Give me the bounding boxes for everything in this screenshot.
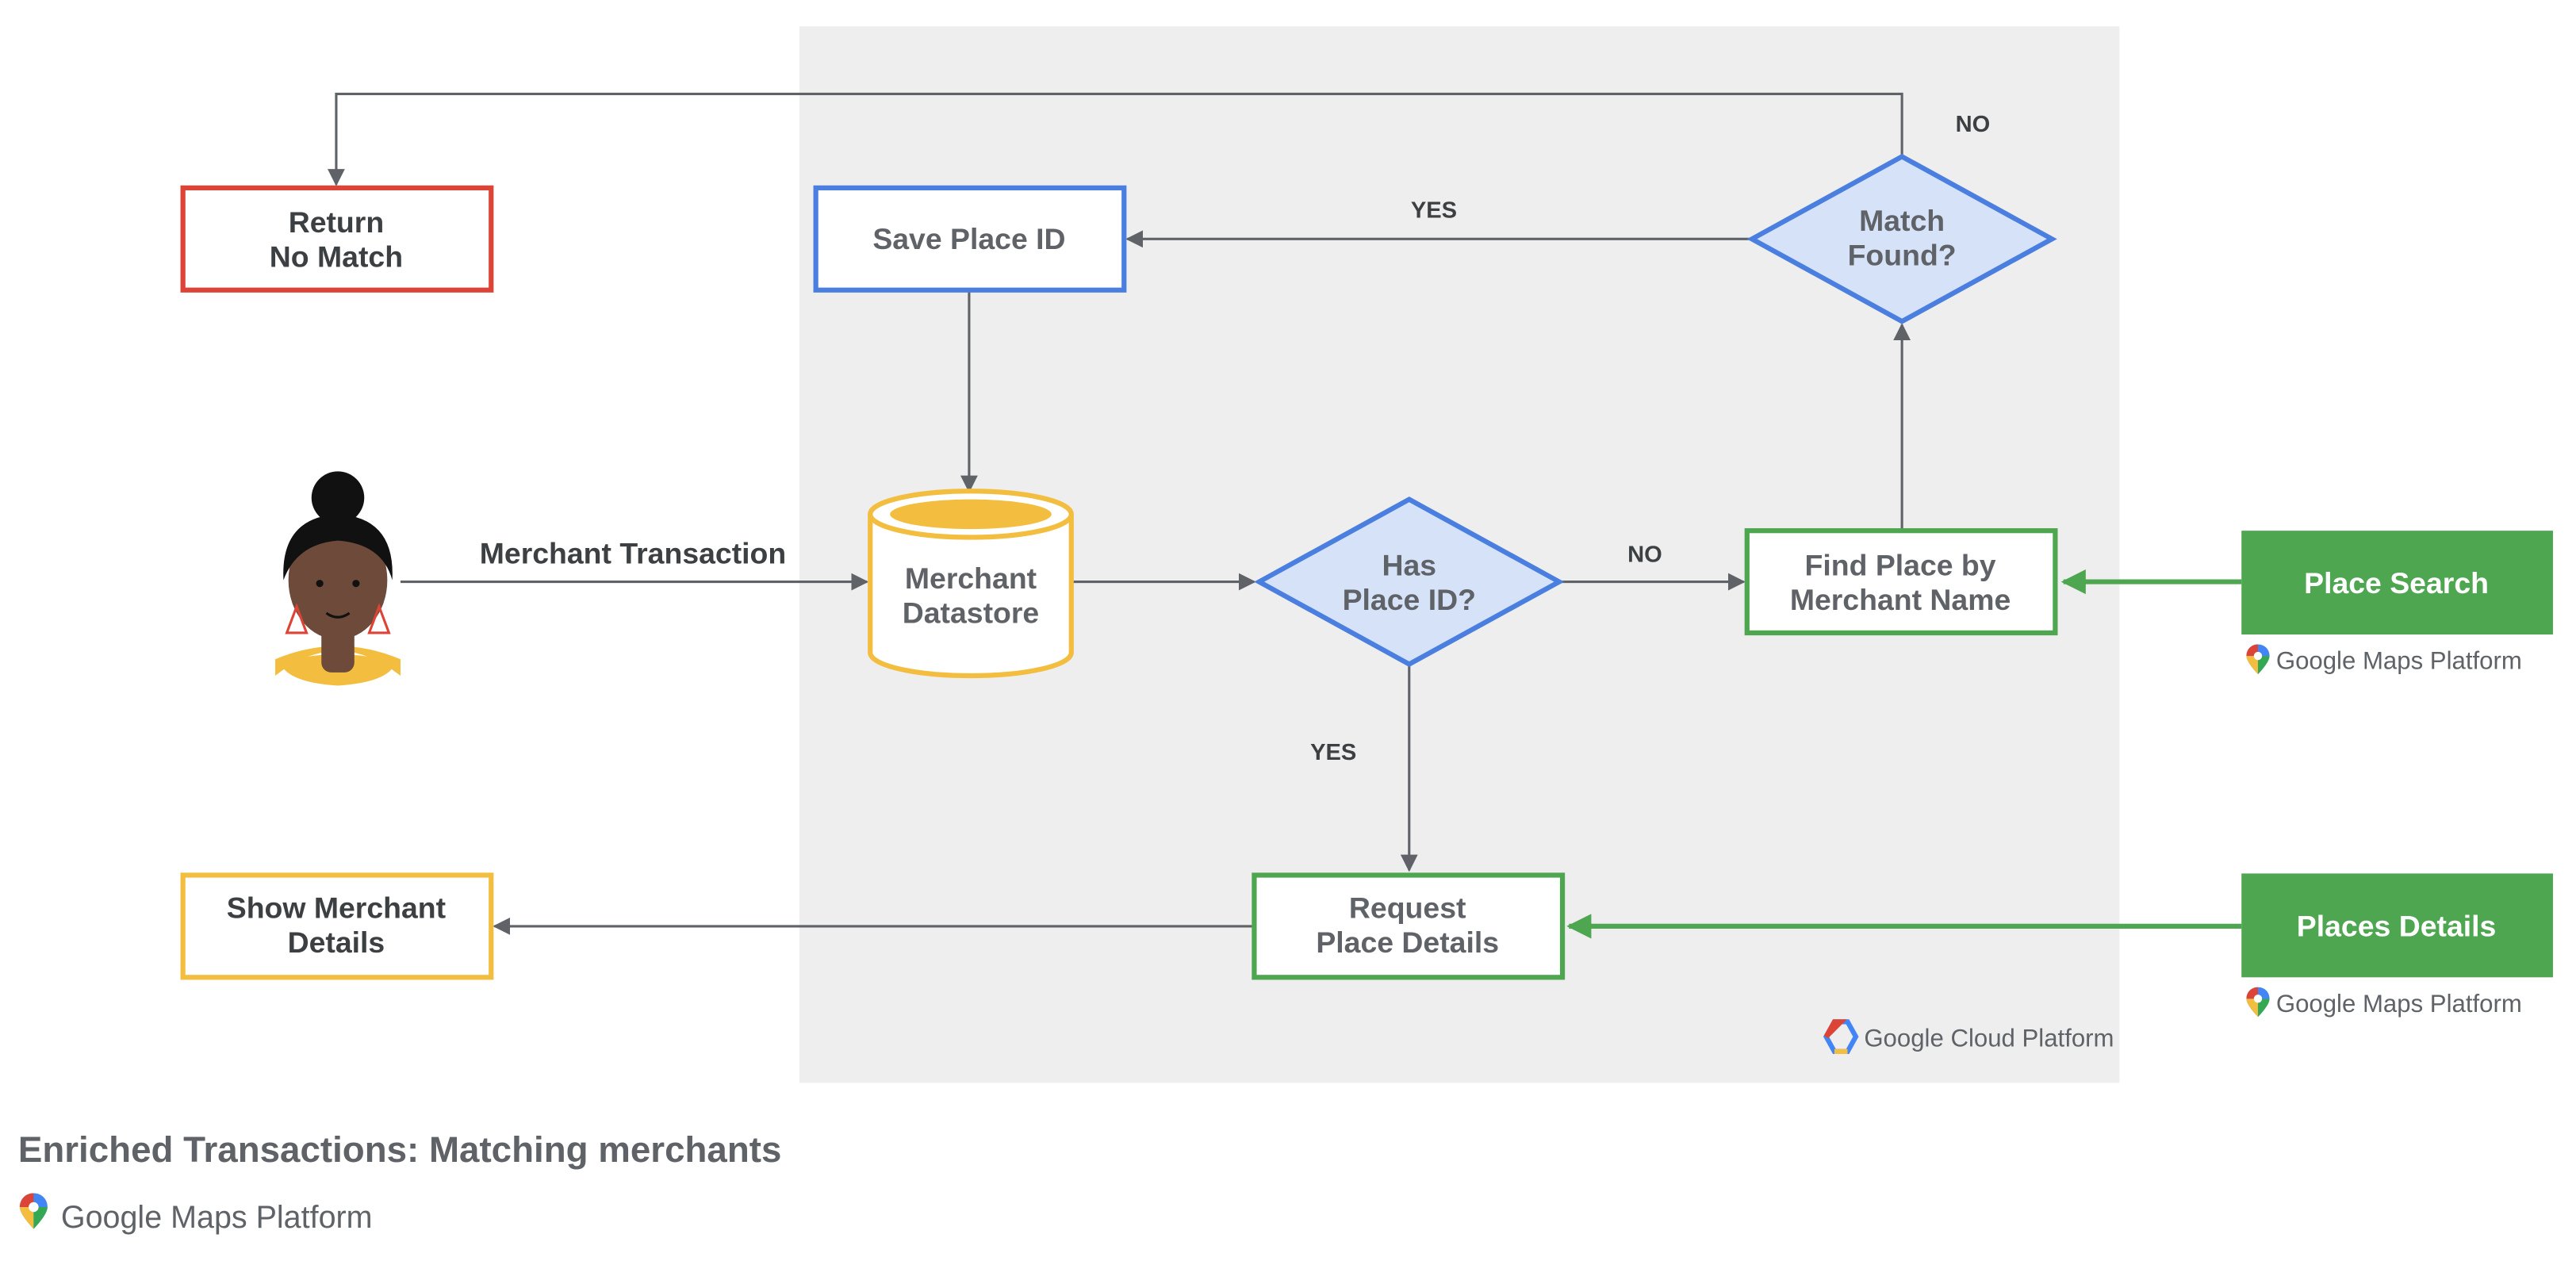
svg-text:Found?: Found? — [1848, 239, 1957, 272]
find-place-node: Find Place by Merchant Name — [1744, 528, 2058, 636]
merchant-datastore-node: Merchant Datastore — [868, 489, 1074, 679]
svg-text:Place ID?: Place ID? — [1343, 583, 1476, 616]
svg-text:Find Place by: Find Place by — [1805, 548, 1996, 581]
svg-text:Show Merchant: Show Merchant — [227, 891, 446, 925]
map-pin-icon — [19, 1193, 48, 1229]
show-merchant-details-node: Show Merchant Details — [180, 872, 494, 980]
svg-text:Details: Details — [288, 926, 385, 959]
svg-text:Match: Match — [1859, 204, 1945, 237]
edge-label-match-no: NO — [1956, 112, 1991, 137]
place-search-maps-logo: Google Maps Platform — [2246, 644, 2522, 675]
cloud-hexagon-icon — [1823, 1019, 1859, 1054]
svg-text:Google Cloud Platform: Google Cloud Platform — [1864, 1025, 2114, 1052]
return-no-match-node: Return No Match — [180, 185, 494, 293]
edge-label-match-yes: YES — [1411, 197, 1457, 223]
has-place-id-decision: Has Place ID? — [1254, 496, 1565, 668]
footer-maps-logo: Google Maps Platform — [19, 1193, 373, 1235]
place-search-api-node: Place Search — [2241, 531, 2553, 635]
svg-text:Datastore: Datastore — [903, 596, 1039, 630]
edge-label-merchant-transaction: Merchant Transaction — [480, 537, 786, 570]
person-avatar-icon — [275, 471, 401, 686]
save-place-id-node: Save Place ID — [813, 185, 1127, 293]
svg-text:Google Maps Platform: Google Maps Platform — [2276, 990, 2522, 1018]
svg-text:Merchant Name: Merchant Name — [1790, 583, 2011, 616]
places-details-maps-logo: Google Maps Platform — [2246, 987, 2522, 1018]
edge-match-no — [328, 92, 1903, 186]
diagram-title: Enriched Transactions: Matching merchant… — [18, 1129, 782, 1170]
edge-label-has-id-no: NO — [1627, 542, 1662, 568]
cloud-platform-logo: Google Cloud Platform — [1823, 1019, 2114, 1054]
svg-text:Google Maps Platform: Google Maps Platform — [2276, 647, 2522, 675]
edge-label-has-id-yes: YES — [1310, 740, 1356, 765]
request-place-details-node: Request Place Details — [1252, 872, 1566, 980]
map-pin-icon — [2246, 644, 2270, 674]
svg-text:Place Search: Place Search — [2304, 566, 2489, 600]
places-details-api-node: Places Details — [2241, 873, 2553, 978]
svg-text:Google Maps Platform: Google Maps Platform — [61, 1200, 373, 1235]
svg-text:Return: Return — [289, 205, 384, 239]
svg-text:Places Details: Places Details — [2297, 909, 2497, 942]
svg-text:Place Details: Place Details — [1316, 926, 1499, 959]
svg-text:Has: Has — [1382, 548, 1436, 581]
svg-text:Merchant: Merchant — [905, 562, 1037, 595]
svg-text:Save Place ID: Save Place ID — [872, 222, 1065, 255]
match-found-decision: Match Found? — [1746, 153, 2057, 324]
svg-text:No Match: No Match — [270, 240, 403, 274]
map-pin-icon — [2246, 987, 2270, 1018]
svg-text:Request: Request — [1349, 891, 1466, 925]
